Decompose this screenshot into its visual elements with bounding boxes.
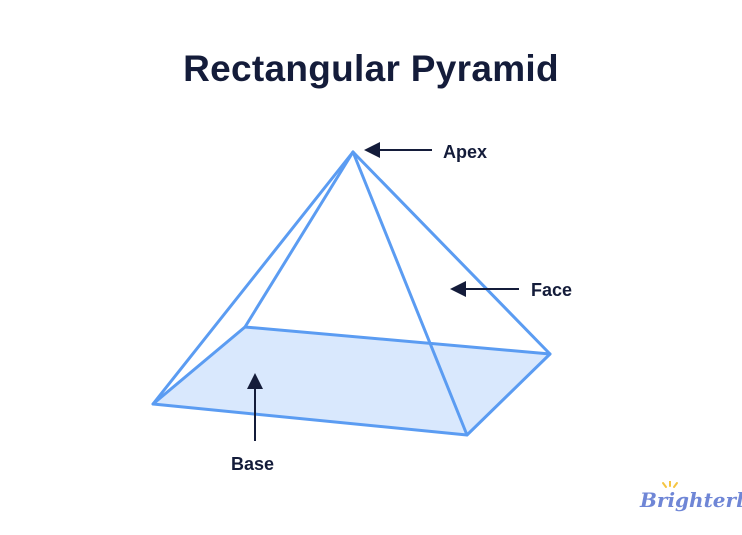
pyramid-base (151, 325, 552, 437)
edge-apex-front-left (151, 150, 355, 406)
base-label: Base (231, 454, 275, 474)
apex-label: Apex (443, 142, 488, 162)
brand-logo: Brighterly (640, 488, 742, 512)
brand-sun-icon (662, 481, 678, 488)
edge-apex-front-right (351, 150, 469, 437)
face-label: Face (531, 280, 573, 300)
edge-apex-back-right (351, 150, 552, 356)
edge-apex-back-left (243, 150, 355, 329)
diagram-title: Rectangular Pyramid (183, 48, 559, 89)
